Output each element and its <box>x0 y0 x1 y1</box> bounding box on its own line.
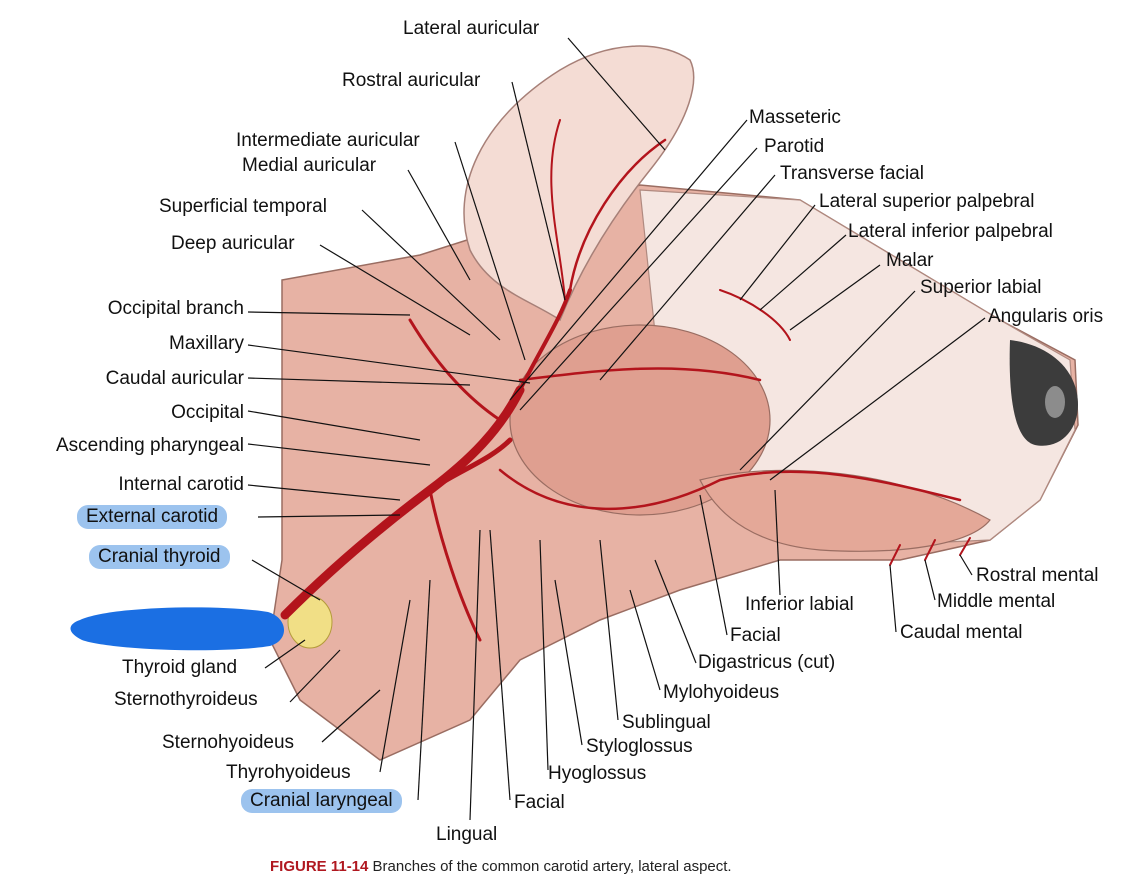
label-lateral-inferior-palpebral: Lateral inferior palpebral <box>848 221 1053 242</box>
label-external-carotid: External carotid <box>77 505 228 529</box>
label-parotid: Parotid <box>764 136 825 157</box>
label-rostral-mental: Rostral mental <box>976 565 1099 586</box>
label-malar: Malar <box>886 250 934 271</box>
label-cranial-laryngeal: Cranial laryngeal <box>241 789 402 813</box>
label-caudal-auricular: Caudal auricular <box>105 368 244 389</box>
label-superficial-temporal: Superficial temporal <box>159 196 327 217</box>
label-intermediate-auricular: Intermediate auricular <box>236 130 420 151</box>
caption-text: Branches of the common carotid artery, l… <box>372 858 732 875</box>
label-occipital-branch: Occipital branch <box>107 298 244 319</box>
label-medial-auricular: Medial auricular <box>242 155 377 176</box>
label-angularis-oris: Angularis oris <box>988 306 1104 327</box>
label-facial-upper: Facial <box>730 625 781 646</box>
label-lateral-superior-palpebral: Lateral superior palpebral <box>819 191 1035 212</box>
label-digastricus-cut: Digastricus (cut) <box>698 652 836 673</box>
label-facial-lower: Facial <box>514 792 565 813</box>
label-caudal-mental: Caudal mental <box>900 622 1023 643</box>
label-maxillary: Maxillary <box>169 333 244 354</box>
label-transverse-facial: Transverse facial <box>780 163 924 184</box>
label-hyoglossus: Hyoglossus <box>548 763 647 784</box>
label-superior-labial: Superior labial <box>920 277 1042 298</box>
label-deep-auricular: Deep auricular <box>171 233 295 254</box>
label-internal-carotid: Internal carotid <box>118 474 244 495</box>
label-sternothyroideus: Sternothyroideus <box>114 689 258 710</box>
label-lateral-auricular: Lateral auricular <box>403 18 540 39</box>
label-middle-mental: Middle mental <box>937 591 1056 612</box>
label-styloglossus: Styloglossus <box>586 736 693 757</box>
label-masseteric: Masseteric <box>749 107 841 128</box>
label-inferior-labial: Inferior labial <box>745 594 854 615</box>
label-thyroid-gland: Thyroid gland <box>122 657 238 678</box>
label-cranial-thyroid: Cranial thyroid <box>89 545 230 569</box>
label-sternohyoideus: Sternohyoideus <box>162 732 295 753</box>
label-occipital: Occipital <box>171 402 244 423</box>
label-ascending-pharyngeal: Ascending pharyngeal <box>55 435 244 456</box>
label-lingual: Lingual <box>436 824 498 845</box>
caption-prefix: FIGURE 11-14 <box>270 858 369 875</box>
label-rostral-auricular: Rostral auricular <box>342 70 481 91</box>
label-mylohyoideus: Mylohyoideus <box>663 682 780 703</box>
figure-caption: FIGURE 11-14 Branches of the common caro… <box>270 858 732 875</box>
redaction-scribble <box>70 607 285 651</box>
label-sublingual: Sublingual <box>622 712 711 733</box>
label-thyrohyoideus: Thyrohyoideus <box>226 762 351 783</box>
